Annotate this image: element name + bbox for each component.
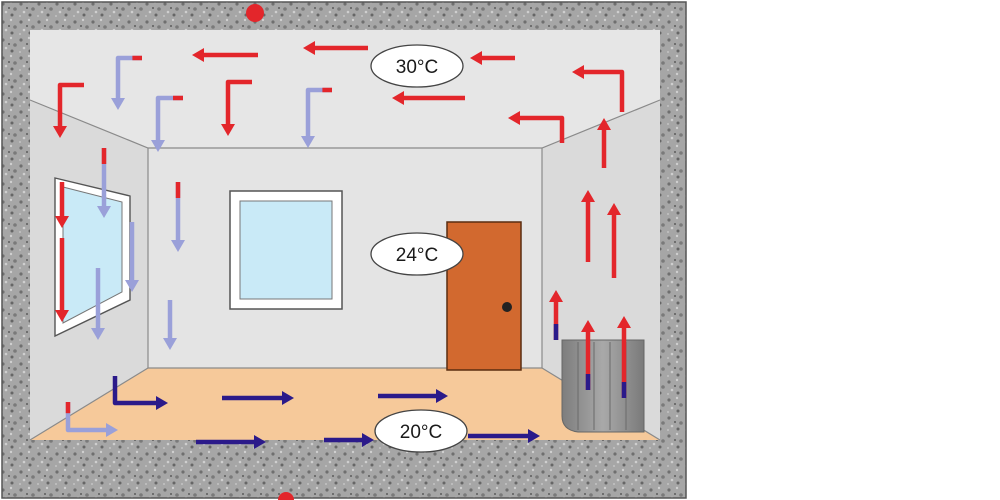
lavender-arrow-icon xyxy=(301,87,332,148)
red-arrow-icon xyxy=(549,290,563,340)
red-arrow-icon xyxy=(617,316,631,398)
temp-label-ceiling: 30°C xyxy=(370,44,464,88)
floor xyxy=(30,368,660,440)
ceiling-temp-text: 30°C xyxy=(396,57,438,78)
lavender-arrow-icon xyxy=(65,402,118,437)
red-arrow-icon xyxy=(55,182,69,228)
red-arrow-icon xyxy=(572,65,625,112)
airflow-arrows xyxy=(53,41,631,449)
navy-arrow-icon xyxy=(222,391,294,405)
red-arrow-icon xyxy=(581,320,595,390)
floor-temp-text: 20°C xyxy=(400,422,442,443)
temp-label-middle: 24°C xyxy=(370,232,464,276)
red-arrow-icon xyxy=(55,238,69,322)
lavender-arrow-icon xyxy=(97,148,111,218)
red-arrow-icon xyxy=(597,118,611,168)
middle-temp-text: 24°C xyxy=(396,245,438,266)
navy-arrow-icon xyxy=(378,389,448,403)
red-arrow-icon xyxy=(470,51,515,65)
radiator xyxy=(561,339,645,433)
red-arrow-icon xyxy=(581,190,595,262)
lavender-arrow-icon xyxy=(171,182,185,252)
red-arrow-icon xyxy=(53,82,84,138)
red-arrow-icon xyxy=(221,79,252,136)
red-arrow-icon xyxy=(192,48,258,62)
lavender-arrow-icon xyxy=(151,95,183,152)
top-dot xyxy=(246,4,264,22)
lavender-arrow-icon xyxy=(111,55,142,110)
red-arrow-icon xyxy=(508,111,565,143)
navy-arrow-icon xyxy=(468,429,540,443)
lavender-arrow-icon xyxy=(91,268,105,340)
temp-label-floor: 20°C xyxy=(374,409,468,453)
lavender-arrow-icon xyxy=(163,300,177,350)
red-arrow-icon xyxy=(607,203,621,278)
lavender-arrow-icon xyxy=(125,222,139,292)
door-knob xyxy=(502,302,512,312)
red-arrow-icon xyxy=(392,91,465,105)
bottom-dot xyxy=(278,492,294,500)
navy-arrow-icon xyxy=(196,435,266,449)
side-window xyxy=(54,177,131,338)
navy-arrow-icon xyxy=(112,376,168,410)
navy-arrow-icon xyxy=(324,433,374,447)
red-arrow-icon xyxy=(303,41,368,55)
back-window xyxy=(229,190,343,310)
